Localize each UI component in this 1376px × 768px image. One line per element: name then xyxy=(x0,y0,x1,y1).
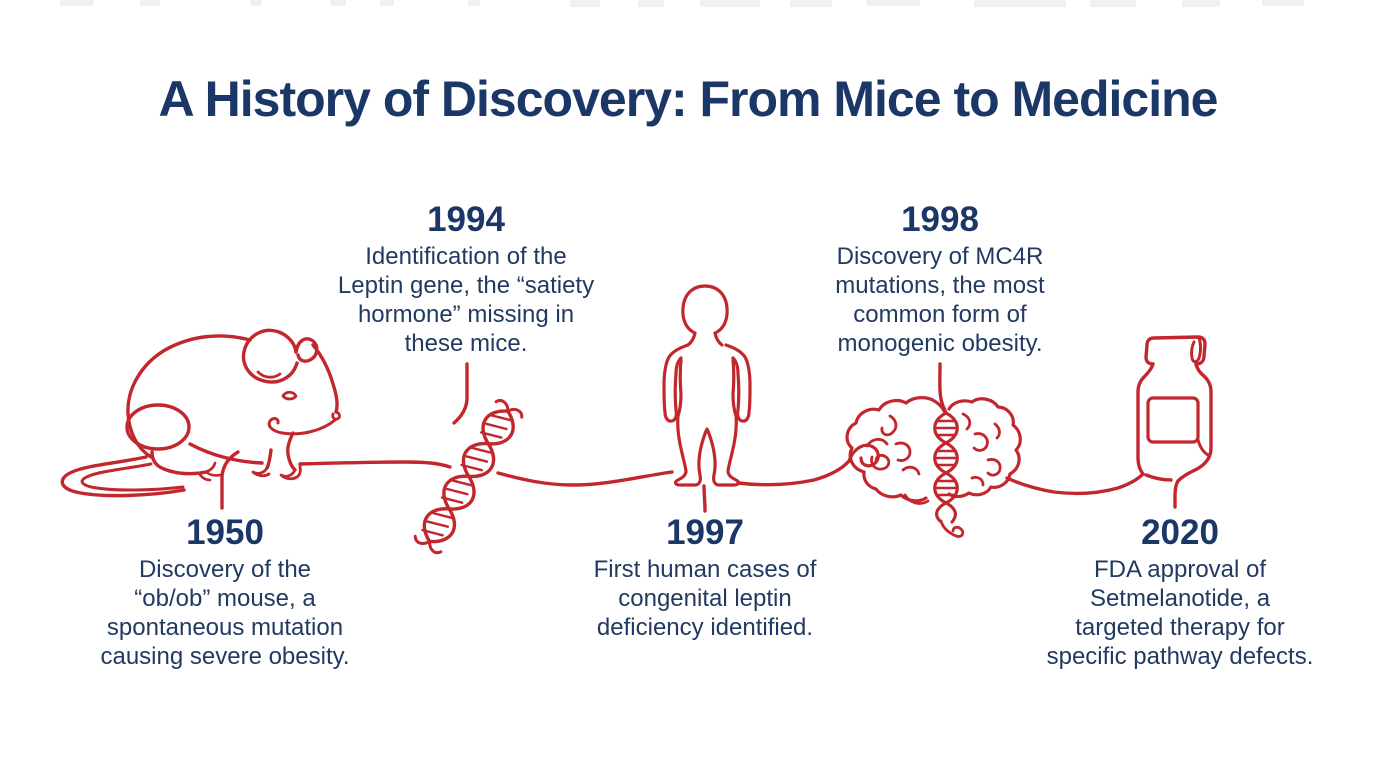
brain-illustration xyxy=(845,396,1022,538)
milestone-description: FDA approval of Setmelanotide, a targete… xyxy=(1046,556,1314,670)
cropped-text-artifacts xyxy=(60,0,1304,7)
milestone-1998: 1998 Discovery of MC4R mutations, the mo… xyxy=(780,201,1100,358)
milestone-1950: 1950 Discovery of the “ob/ob” mouse, a s… xyxy=(65,514,385,671)
milestone-year: 1997 xyxy=(666,513,744,552)
mouse-illustration xyxy=(60,328,341,498)
connector-1950 xyxy=(220,450,240,510)
child-illustration xyxy=(662,284,752,487)
connector-1994 xyxy=(452,362,469,425)
milestone-2020: 2020 FDA approval of Setmelanotide, a ta… xyxy=(1020,514,1340,671)
milestone-1997: 1997 First human cases of congenital lep… xyxy=(545,514,865,642)
milestone-description: First human cases of congenital leptin d… xyxy=(593,556,817,641)
connector-2020 xyxy=(1173,479,1180,509)
milestone-1994: 1994 Identification of the Leptin gene, … xyxy=(306,201,626,358)
dna-helix-illustration xyxy=(413,399,524,555)
milestone-year: 1994 xyxy=(427,200,505,239)
page-title: A History of Discovery: From Mice to Med… xyxy=(158,71,1219,127)
milestone-year: 2020 xyxy=(1141,513,1219,552)
milestone-description: Identification of the Leptin gene, the “… xyxy=(337,243,595,357)
milestone-year: 1998 xyxy=(901,200,979,239)
timeline-line xyxy=(298,459,1145,496)
milestone-year: 1950 xyxy=(186,513,264,552)
medicine-vial-illustration xyxy=(1136,335,1213,483)
milestone-description: Discovery of the “ob/ob” mouse, a sponta… xyxy=(100,556,350,670)
milestone-description: Discovery of MC4R mutations, the most co… xyxy=(835,243,1045,357)
connector-1997 xyxy=(702,484,707,513)
